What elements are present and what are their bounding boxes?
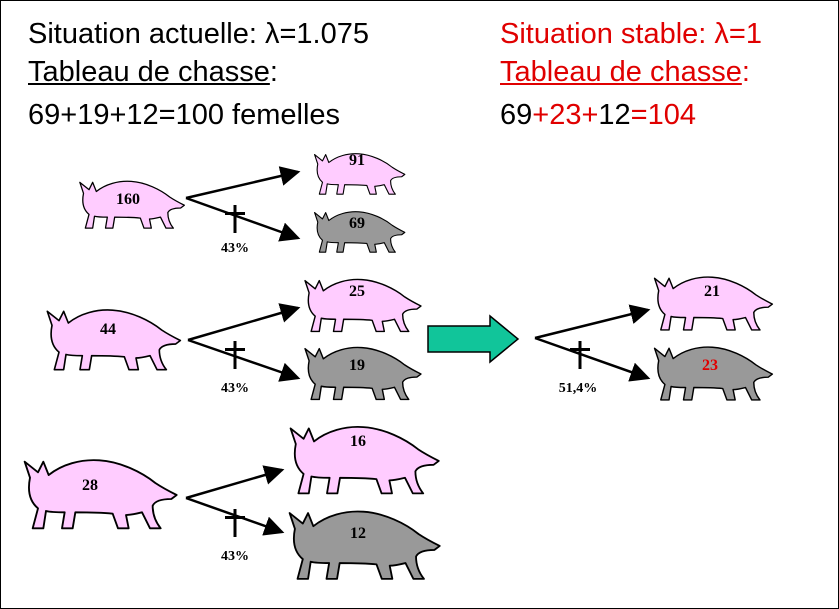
arrow-to-survivors (185, 465, 285, 500)
group-1-source-label: 160 (116, 191, 140, 208)
group-2-survivors: 25 (349, 283, 365, 300)
arrow-to-survivors (185, 166, 301, 200)
left-subtitle-text: Tableau de chasse (28, 56, 270, 88)
right-subtitle-text: Tableau de chasse (500, 56, 742, 88)
group-1: 160 43% 91 69 (79, 152, 406, 256)
boar-source-icon (23, 459, 178, 530)
boar-source-icon (46, 309, 182, 371)
group-3-source-label: 28 (82, 477, 98, 494)
right-sum: 69+23+12=104 (500, 99, 696, 131)
right-subtitle-colon: : (741, 56, 750, 88)
group-1-harvested: 69 (349, 215, 365, 232)
left-subtitle-colon: : (269, 56, 278, 88)
left-sum-unit: femelles (224, 99, 341, 131)
arrow-to-harvest (187, 338, 301, 382)
right-sum-c: 12 (598, 99, 631, 131)
left-sum-plus1: + (60, 99, 78, 131)
right-sum-b: 23 (549, 99, 582, 131)
group-3-survivors: 16 (350, 433, 366, 450)
group-1-survivors: 91 (349, 152, 365, 169)
arrow-to-survivors (187, 303, 301, 342)
left-sum-eq: = (158, 99, 176, 131)
arrow-to-harvest (534, 336, 651, 382)
right-sum-eq: = (630, 99, 648, 131)
right-sum-a: 69 (500, 99, 533, 131)
group-1-mortality: 43% (221, 241, 249, 256)
left-sum-total: 100 (175, 99, 224, 131)
left-sum: 69+19+12=100 femelles (28, 99, 340, 131)
group-2-harvested: 19 (349, 357, 365, 374)
stable-survivors: 21 (704, 283, 720, 300)
left-subtitle: Tableau de chasse: (28, 56, 278, 88)
right-sum-plus1: + (532, 99, 550, 131)
left-sum-a: 69 (28, 99, 61, 131)
boar-harvested-icon (288, 510, 441, 580)
arrow-to-harvest (185, 196, 301, 242)
left-title: Situation actuelle: λ=1.075 (28, 18, 369, 50)
arrow-to-survivors (534, 304, 651, 340)
stable-harvested: 23 (702, 357, 718, 374)
green-right-arrow-icon (427, 314, 520, 364)
dagger-cross-icon (570, 341, 590, 369)
left-sum-plus2: + (109, 99, 127, 131)
group-2: 44 43% 25 19 (46, 278, 422, 401)
right-sum-total: 104 (647, 99, 696, 131)
stable-group: 51,4% 21 23 (534, 276, 774, 401)
left-sum-c: 12 (126, 99, 159, 131)
right-subtitle: Tableau de chasse: (500, 56, 750, 88)
left-sum-b: 19 (77, 99, 110, 131)
group-3-harvested: 12 (350, 525, 366, 542)
group-3: 28 43% 16 12 (23, 425, 441, 580)
group-2-mortality: 43% (221, 381, 249, 396)
right-sum-plus2: + (581, 99, 599, 131)
stable-mortality: 51,4% (559, 381, 598, 396)
group-2-source-label: 44 (100, 321, 116, 338)
group-3-mortality: 43% (221, 549, 249, 564)
right-title: Situation stable: λ=1 (500, 18, 762, 50)
